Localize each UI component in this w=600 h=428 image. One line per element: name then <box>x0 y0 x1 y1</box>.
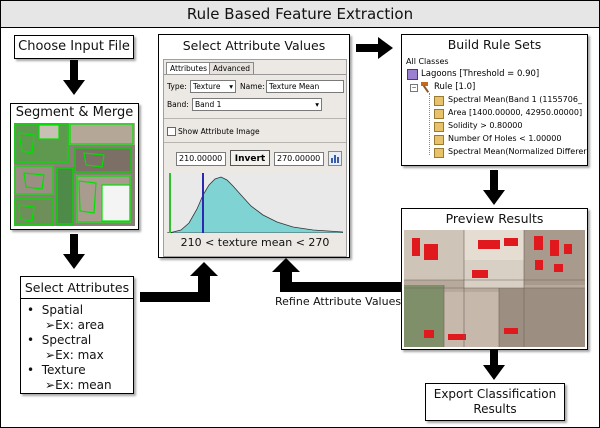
class-color-swatch <box>407 69 418 80</box>
segment-merge-label: Segment & Merge <box>15 105 134 120</box>
tree-class[interactable]: Lagoons [Threshold = 0.90] <box>421 69 540 79</box>
down-arrow-icon <box>63 234 85 269</box>
select-attributes-label: Select Attributes <box>21 277 133 299</box>
attribute-list: • Spatial ➢Ex: area • Spectral ➢Ex: max … <box>27 303 112 393</box>
attribute-item: • Spectral <box>27 333 92 347</box>
name-label: Name: <box>240 82 265 91</box>
rule-attribute-item[interactable]: Number Of Holes < 1.00000 <box>448 134 562 143</box>
build-rule-sets-label: Build Rule Sets <box>447 37 542 52</box>
attribute-name: Spectral <box>41 333 92 347</box>
tab-divider <box>164 74 346 75</box>
min-value-input[interactable]: 210.00000 <box>176 152 226 166</box>
attribute-item: • Texture <box>27 363 86 377</box>
attribute-rule-icon <box>434 148 444 158</box>
refine-attribute-values-label: Refine Attribute Values <box>275 295 402 308</box>
type-select[interactable]: Texture ▾ <box>190 80 236 93</box>
preview-image <box>404 230 585 347</box>
attribute-example: ➢Ex: mean <box>45 378 112 392</box>
export-results-label-line2: Results <box>473 402 517 416</box>
export-results-box: Export Classification Results <box>425 383 565 421</box>
tree-rule[interactable]: Rule [1.0] <box>434 82 476 92</box>
name-select[interactable]: Texture Mean <box>266 80 344 93</box>
attribute-name: Spatial <box>41 303 84 317</box>
invert-button[interactable]: Invert <box>230 150 270 166</box>
right-arrow-icon <box>356 37 393 59</box>
histogram-options-icon[interactable] <box>328 151 342 166</box>
rule-attribute-item[interactable]: Area [1400.00000, 42950.00000] <box>448 108 583 117</box>
attribute-example-text: Ex: max <box>55 348 104 362</box>
down-arrow-icon <box>483 170 505 205</box>
histogram-caption: 210 < texture mean < 270 <box>180 236 330 249</box>
attribute-example: ➢Ex: max <box>45 348 104 362</box>
tree-collapse-icon[interactable]: − <box>410 84 418 92</box>
type-label: Type: <box>167 82 187 91</box>
rule-tree: All Classes Lagoons [Threshold = 0.90] −… <box>404 55 587 163</box>
attribute-panel: Attributes Advanced Type: Texture ▾ Name… <box>163 59 347 257</box>
tree-root[interactable]: All Classes <box>406 57 449 66</box>
dropdown-icon: ▾ <box>229 82 233 91</box>
rule-attribute-item[interactable]: Solidity > 0.80000 <box>448 121 523 130</box>
preview-results-box: Preview Results <box>401 208 588 350</box>
hammer-icon <box>421 82 430 93</box>
band-label: Band: <box>167 100 189 109</box>
attribute-item: • Spatial <box>27 303 84 317</box>
tab-advanced[interactable]: Advanced <box>209 62 255 75</box>
export-results-label-line1: Export Classification <box>433 387 557 401</box>
type-select-value: Texture <box>193 82 221 91</box>
build-rule-sets-box: Build Rule Sets All Classes Lagoons [Thr… <box>401 34 588 166</box>
attribute-name: Texture <box>41 363 86 377</box>
elbow-arrow-icon <box>272 258 402 292</box>
bar-chart-icon <box>331 155 339 163</box>
band-select[interactable]: Band 1 ▾ <box>192 98 322 111</box>
attribute-rule-icon <box>434 96 444 106</box>
rule-attribute-item[interactable]: Spectral Mean(Normalized Differer <box>448 147 587 156</box>
dropdown-icon: ▾ <box>315 100 319 109</box>
attribute-example-text: Ex: area <box>55 318 105 332</box>
select-attribute-values-box: Select Attribute Values Attributes Advan… <box>158 34 350 258</box>
attribute-rule-icon <box>434 109 444 119</box>
checkbox-icon[interactable] <box>167 127 176 136</box>
choose-input-file-label: Choose Input File <box>18 39 130 54</box>
show-attribute-image-label: Show Attribute Image <box>178 127 260 136</box>
segment-merge-box: Segment & Merge <box>10 103 139 230</box>
attribute-rule-icon <box>434 135 444 145</box>
panel-divider <box>164 142 346 143</box>
select-attribute-values-label: Select Attribute Values <box>182 38 326 53</box>
choose-input-file-box: Choose Input File <box>14 35 134 59</box>
tree-connector <box>429 93 431 155</box>
preview-results-label: Preview Results <box>445 211 544 226</box>
name-select-value: Texture Mean <box>269 82 320 91</box>
select-attributes-box: Select Attributes • Spatial ➢Ex: area • … <box>20 276 134 394</box>
rule-attribute-item[interactable]: Spectral Mean(Band 1 (1155706_ <box>448 95 582 104</box>
max-value-input[interactable]: 270.00000 <box>274 152 324 166</box>
texture-histogram <box>167 173 343 233</box>
diagram-title: Rule Based Feature Extraction <box>1 1 599 28</box>
panel-divider <box>164 118 346 119</box>
band-select-value: Band 1 <box>195 100 222 109</box>
down-arrow-icon <box>483 349 505 380</box>
attribute-rule-icon <box>434 122 444 132</box>
attribute-example-text: Ex: mean <box>55 378 112 392</box>
down-arrow-icon <box>63 60 85 95</box>
attribute-example: ➢Ex: area <box>45 318 105 332</box>
elbow-arrow-icon <box>140 262 218 302</box>
segmented-image <box>14 123 135 226</box>
